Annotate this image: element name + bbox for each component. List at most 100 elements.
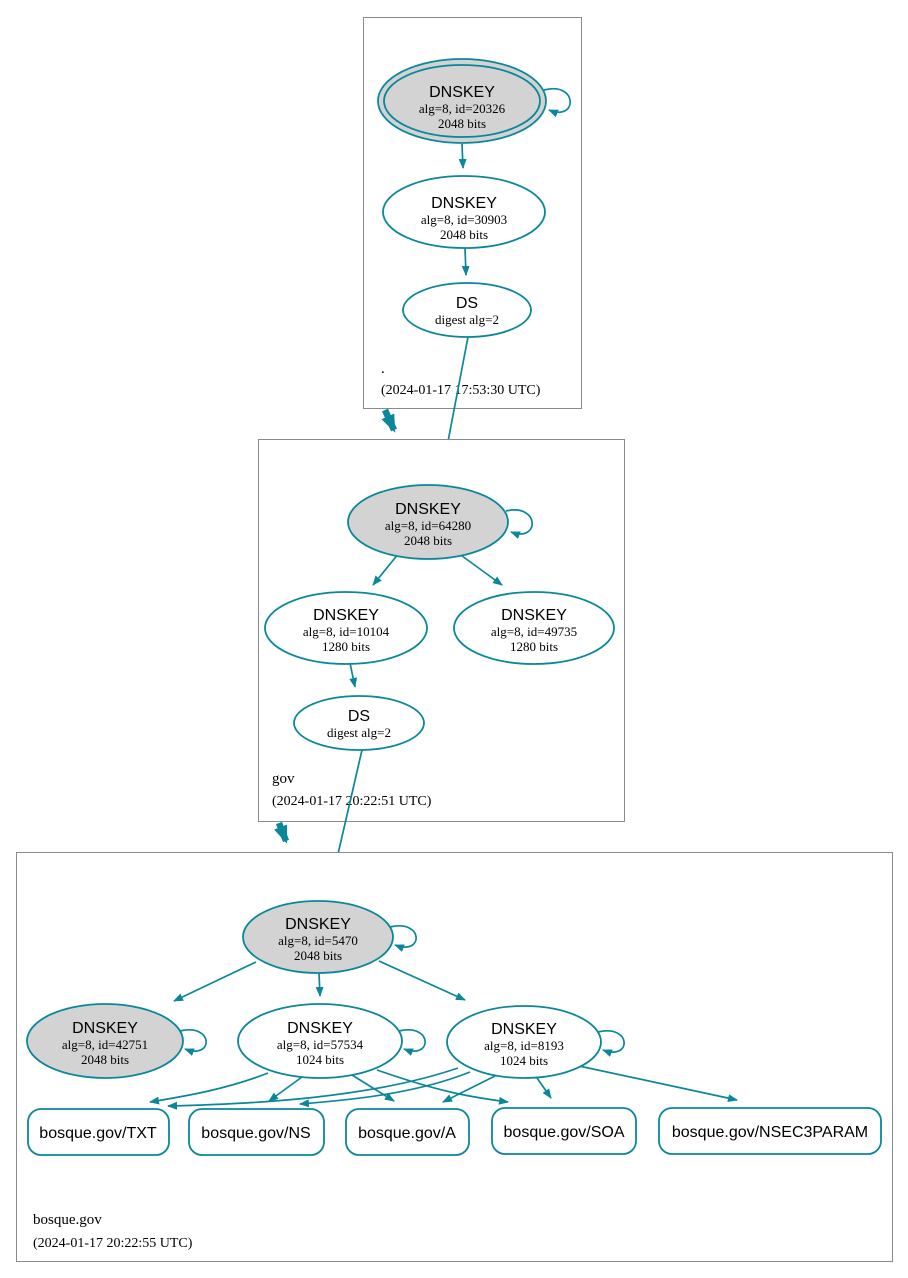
zone-gov: gov (2024-01-17 20:22:51 UTC) DNSKEY alg… (258, 439, 625, 822)
node-dnskey-20326[interactable]: DNSKEY alg=8, id=20326 2048 bits (377, 58, 547, 144)
zone-bosque-gov: bosque.gov (2024-01-17 20:22:55 UTC) DNS… (16, 852, 893, 1262)
rrset-a-rect[interactable] (345, 1108, 470, 1156)
node-rrset-soa[interactable]: bosque.gov/SOA (491, 1107, 637, 1155)
edge-8193-selfloop (597, 1030, 625, 1057)
edge-bosque-ksk-to-42751 (173, 961, 257, 1002)
dnskey-20326-ellipse[interactable] (377, 58, 547, 144)
dnskey-8193-bits: 1024 bits (500, 1053, 548, 1068)
dnskey-57534-detail: alg=8, id=57534 (277, 1037, 364, 1052)
edge-57534-to-a (351, 1074, 395, 1102)
edge-57534-to-soa (376, 1069, 509, 1105)
dnskey-30903-detail: alg=8, id=30903 (421, 212, 507, 227)
rrset-ns-label: bosque.gov/NS (201, 1125, 310, 1142)
node-ds-gov[interactable]: DS digest alg=2 (293, 695, 425, 751)
node-dnskey-49735[interactable]: DNSKEY alg=8, id=49735 1280 bits (453, 591, 615, 665)
edge-57534-selfloop (398, 1029, 426, 1056)
dnskey-20326-bits: 2048 bits (438, 116, 486, 131)
dnskey-42751-title: DNSKEY (72, 1020, 138, 1037)
dnskey-10104-ellipse[interactable] (264, 591, 428, 665)
dnskey-20326-title: DNSKEY (429, 84, 495, 101)
zone-label-bosque-gov: bosque.gov (33, 1212, 102, 1228)
edge-bosque-ksk-to-8193 (378, 960, 466, 1001)
node-dnskey-8193[interactable]: DNSKEY alg=8, id=8193 1024 bits (446, 1005, 602, 1079)
node-rrset-nsec3param[interactable]: bosque.gov/NSEC3PARAM (658, 1107, 882, 1155)
dnskey-8193-ellipse[interactable] (446, 1005, 602, 1079)
dnskey-49735-bits: 1280 bits (510, 639, 558, 654)
edge-root-zsk-to-ds (461, 247, 470, 276)
rrset-ns-rect[interactable] (188, 1108, 325, 1156)
dnskey-49735-detail: alg=8, id=49735 (491, 624, 577, 639)
ds-gov-detail: digest alg=2 (327, 725, 391, 740)
dnskey-57534-title: DNSKEY (287, 1020, 353, 1037)
edge-bosque-ksk-to-57534 (315, 972, 324, 997)
ds-root-detail: digest alg=2 (435, 312, 499, 327)
node-dnskey-5470[interactable]: DNSKEY alg=8, id=5470 2048 bits (242, 900, 394, 974)
dnskey-64280-title: DNSKEY (395, 501, 461, 518)
edge-8193-to-ns (299, 1071, 471, 1108)
dnskey-30903-bits: 2048 bits (440, 227, 488, 242)
dnskey-49735-title: DNSKEY (501, 607, 567, 624)
dnskey-5470-bits: 2048 bits (294, 948, 342, 963)
dnskey-8193-title: DNSKEY (491, 1021, 557, 1038)
dnskey-20326-inner-ring (383, 64, 541, 138)
node-ds-root[interactable]: DS digest alg=2 (402, 282, 532, 338)
dnskey-5470-title: DNSKEY (285, 916, 351, 933)
dnskey-10104-bits: 1280 bits (322, 639, 370, 654)
zone-label-root: . (381, 361, 385, 377)
edge-8193-to-txt (167, 1067, 459, 1110)
ds-gov-title: DS (348, 708, 370, 725)
node-rrset-ns[interactable]: bosque.gov/NS (188, 1108, 325, 1156)
node-dnskey-30903[interactable]: DNSKEY alg=8, id=30903 2048 bits (382, 175, 546, 249)
node-rrset-txt[interactable]: bosque.gov/TXT (27, 1108, 170, 1156)
dnskey-42751-detail: alg=8, id=42751 (62, 1037, 148, 1052)
edge-bosque-ksk-selfloop (389, 925, 417, 952)
rrset-soa-rect[interactable] (491, 1107, 637, 1155)
edge-root-to-gov-delegation (381, 408, 397, 433)
edge-gov-to-bosque-delegation (274, 821, 290, 844)
edge-8193-to-nsec3param (578, 1065, 738, 1103)
node-dnskey-64280[interactable]: DNSKEY alg=8, id=64280 2048 bits (347, 484, 509, 560)
rrset-soa-label: bosque.gov/SOA (504, 1124, 625, 1141)
dnskey-64280-bits: 2048 bits (404, 533, 452, 548)
rrset-nsec3param-rect[interactable] (658, 1107, 882, 1155)
node-dnskey-57534[interactable]: DNSKEY alg=8, id=57534 1024 bits (237, 1003, 403, 1079)
dnskey-42751-bits: 2048 bits (81, 1052, 129, 1067)
zone-timestamp-gov: (2024-01-17 20:22:51 UTC) (272, 794, 432, 809)
dnskey-64280-ellipse[interactable] (347, 484, 509, 560)
rrset-a-label: bosque.gov/A (358, 1125, 456, 1142)
rrset-txt-rect[interactable] (27, 1108, 170, 1156)
rrset-txt-label: bosque.gov/TXT (39, 1125, 157, 1142)
node-dnskey-42751[interactable]: DNSKEY alg=8, id=42751 2048 bits (26, 1003, 184, 1079)
ds-gov-ellipse[interactable] (293, 695, 425, 751)
edge-57534-to-txt (149, 1072, 269, 1105)
edge-root-ksk-to-zsk (458, 143, 467, 169)
edge-gov-zsk1-to-ds (349, 662, 358, 688)
node-rrset-a[interactable]: bosque.gov/A (345, 1108, 470, 1156)
ds-root-title: DS (456, 295, 478, 312)
dnskey-64280-detail: alg=8, id=64280 (385, 518, 471, 533)
edge-42751-selfloop (179, 1029, 207, 1056)
ds-root-ellipse[interactable] (402, 282, 532, 338)
rrset-nsec3param-label: bosque.gov/NSEC3PARAM (672, 1124, 868, 1141)
dnskey-10104-detail: alg=8, id=10104 (303, 624, 390, 639)
dnskey-10104-title: DNSKEY (313, 607, 379, 624)
edge-8193-to-a (442, 1075, 496, 1103)
edge-57534-to-ns (268, 1076, 303, 1102)
edge-gov-ksk-selfloop (505, 509, 533, 539)
dnskey-57534-ellipse[interactable] (237, 1003, 403, 1079)
node-dnskey-10104[interactable]: DNSKEY alg=8, id=10104 1280 bits (264, 591, 428, 665)
dnskey-5470-ellipse[interactable] (242, 900, 394, 974)
dnskey-20326-detail: alg=8, id=20326 (419, 101, 506, 116)
edge-gov-ksk-to-zsk2 (457, 552, 503, 586)
dnskey-30903-title: DNSKEY (431, 195, 497, 212)
zone-label-gov: gov (272, 771, 295, 787)
edge-gov-ksk-to-zsk1 (372, 552, 400, 586)
dnskey-49735-ellipse[interactable] (453, 591, 615, 665)
dnskey-42751-ellipse[interactable] (26, 1003, 184, 1079)
dnskey-57534-bits: 1024 bits (296, 1052, 344, 1067)
dnskey-30903-ellipse[interactable] (382, 175, 546, 249)
zone-root: . (2024-01-17 17:53:30 UTC) DNSKEY alg=8… (363, 17, 582, 409)
dnskey-8193-detail: alg=8, id=8193 (484, 1038, 564, 1053)
edge-8193-to-soa (536, 1077, 552, 1099)
